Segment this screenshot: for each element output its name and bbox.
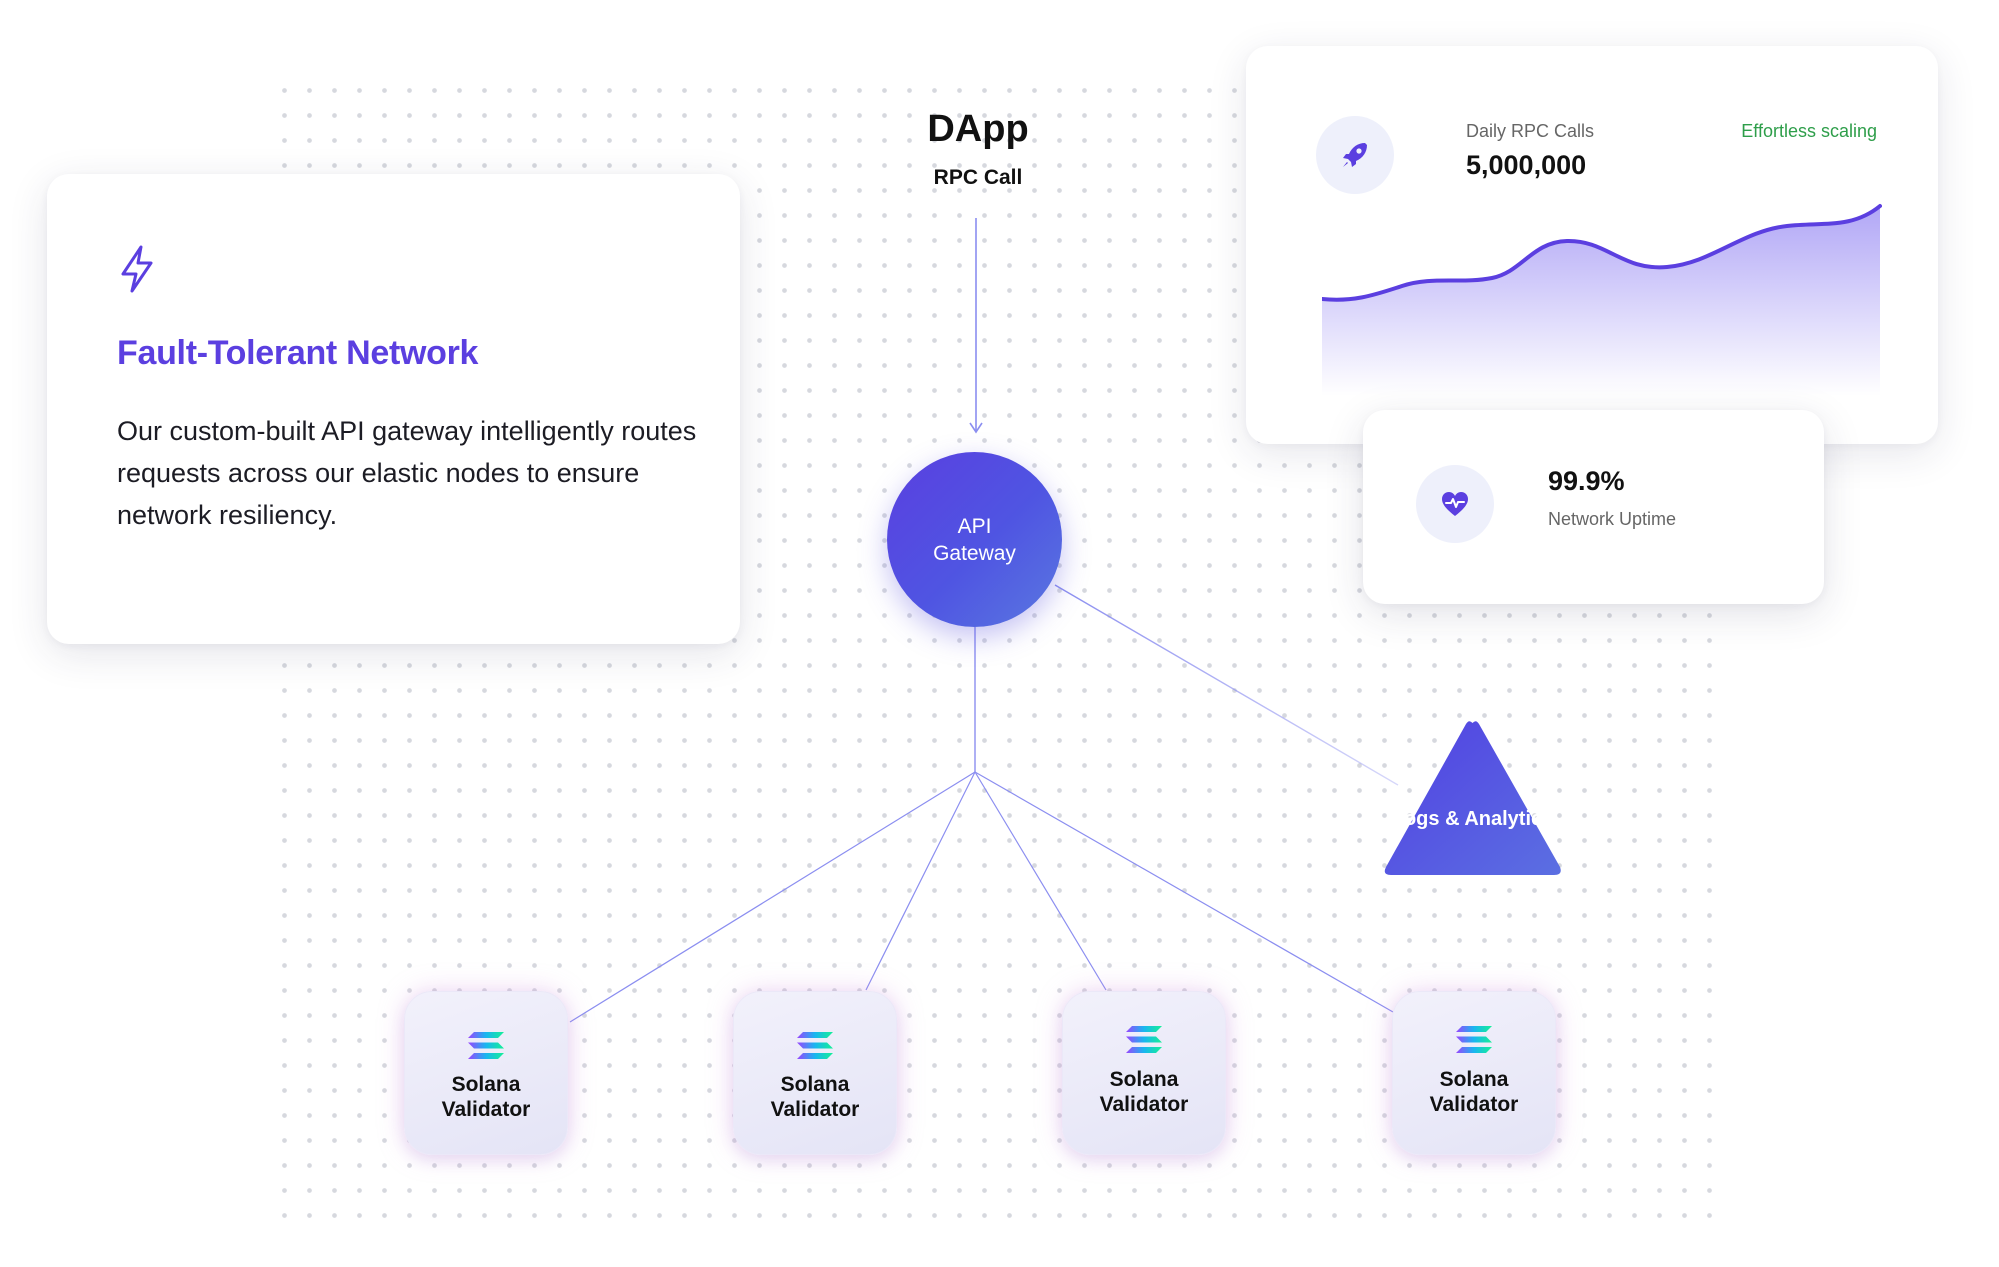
feature-title: Fault-Tolerant Network	[117, 334, 479, 372]
sparkline-line	[1322, 204, 1882, 302]
validator-node-4: Solana Validator	[1392, 991, 1556, 1155]
daily-rpc-calls-label: Daily RPC Calls	[1466, 121, 1595, 141]
validator-node-3: Solana Validator	[1062, 991, 1226, 1155]
dapp-to-gateway-arrow	[969, 422, 983, 434]
hub-to-validator-4-line	[974, 771, 1394, 1013]
hub-to-validator-1-line	[569, 771, 976, 1023]
logs-analytics-label: Logs & Analytics	[1391, 808, 1554, 830]
sparkline-area	[1322, 206, 1880, 396]
network-uptime-label: Network Uptime	[1548, 509, 1677, 529]
solana-icon	[1126, 1026, 1162, 1053]
effortless-scaling-tag: Effortless scaling	[1741, 121, 1877, 141]
heart-pulse-icon	[1442, 492, 1468, 516]
feature-description: Our custom-built API gateway intelligent…	[117, 416, 697, 530]
database-icon	[1382, 715, 1402, 740]
validator-node-2: Solana Validator	[733, 991, 897, 1155]
logs-triangle-shape	[1384, 721, 1561, 875]
solana-icon	[468, 1032, 504, 1059]
feature-card: Fault-Tolerant Network Our custom-built …	[47, 174, 740, 644]
hub-to-validator-2-line	[865, 771, 976, 991]
validator-node-1: Solana Validator	[404, 991, 568, 1155]
rocket-icon-badge	[1316, 116, 1394, 194]
dapp-title: DApp	[927, 108, 1029, 150]
logs-analytics-node: Logs & Analytics	[1380, 715, 1565, 880]
daily-rpc-calls-value: 5,000,000	[1466, 150, 1587, 180]
network-uptime-card: 99.9% Network Uptime	[1363, 410, 1824, 604]
api-gateway-node: API Gateway	[887, 452, 1062, 627]
rocket-icon	[1343, 143, 1367, 167]
hub-to-validator-3-line	[974, 771, 1107, 991]
rpc-calls-sparkline	[1322, 204, 1882, 396]
solana-icon	[797, 1032, 833, 1059]
network-uptime-value: 99.9%	[1548, 466, 1625, 496]
validator-label: Solana Validator	[441, 1073, 531, 1121]
validator-label: Solana Validator	[1429, 1068, 1519, 1116]
validator-label: Solana Validator	[1099, 1068, 1189, 1116]
validator-label: Solana Validator	[770, 1073, 860, 1121]
api-gateway-label: API Gateway	[933, 514, 1016, 565]
daily-rpc-calls-card: Daily RPC Calls 5,000,000 Effortless sca…	[1246, 46, 1938, 444]
gateway-to-logs-line	[1054, 584, 1399, 786]
dapp-subtitle: RPC Call	[933, 166, 1023, 189]
solana-icon	[1456, 1026, 1492, 1053]
heart-pulse-icon-badge	[1416, 465, 1494, 543]
lightning-icon	[121, 245, 153, 293]
